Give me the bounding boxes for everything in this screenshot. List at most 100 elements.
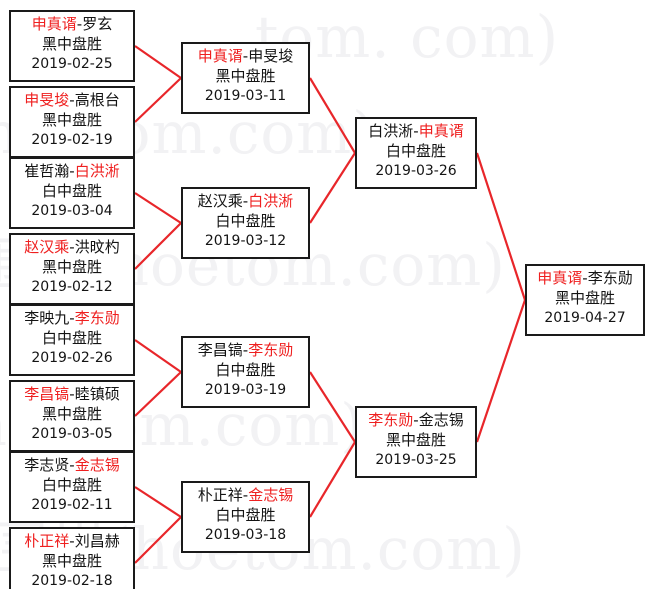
match-players: 李映九-李东勋 [11,309,133,329]
match-date: 2019-03-11 [204,87,287,104]
connector-line [134,192,182,224]
versus-dash: - [69,91,75,109]
player-left: 李映九 [24,309,70,327]
connector-line [309,441,356,518]
connector-line [134,45,182,79]
player-left: 朴正祥 [24,532,70,550]
versus-dash: - [69,532,75,550]
match-result: 黑中盘胜 [41,551,102,570]
match-players: 申真谞-罗玄 [11,15,133,35]
match-date: 2019-03-19 [204,381,287,398]
match-players: 崔哲瀚-白洪淅 [11,162,133,182]
versus-dash: - [69,162,75,180]
player-right: 睦镇硕 [74,385,120,403]
match-players: 申旻埈-高根台 [11,91,133,111]
match-date: 2019-03-04 [31,202,113,219]
match-players: 白洪淅-申真谞 [357,122,475,142]
player-right: 金志锡 [248,486,294,504]
match-date: 2019-03-25 [375,451,457,468]
player-right: 高根台 [74,91,120,109]
match-box-r1m3[interactable]: 崔哲瀚-白洪淅白中盘胜 2019-03-04 [9,157,135,229]
match-players: 李昌镐-李东勋 [183,341,308,361]
connector-line [134,486,182,518]
match-result: 白中盘胜 [41,475,102,494]
connector-line [134,516,182,564]
versus-dash: - [69,238,75,256]
player-right: 金志锡 [74,456,120,474]
versus-dash: - [582,269,588,287]
player-left: 申真谞 [31,15,77,33]
match-players: 申真谞-李东勋 [527,269,643,289]
player-right: 申真谞 [418,122,464,140]
match-result: 黑中盘胜 [215,66,276,85]
match-players: 赵汉乘-白洪淅 [183,192,308,212]
player-left: 崔哲瀚 [24,162,70,180]
match-result: 黑中盘胜 [41,110,102,129]
match-players: 李昌镐-睦镇硕 [11,385,133,405]
match-players: 申真谞-申旻埈 [183,47,308,67]
connector-line [309,371,356,443]
match-result: 黑中盘胜 [41,257,102,276]
match-box-r1m5[interactable]: 李映九-李东勋白中盘胜 2019-02-26 [9,304,135,376]
versus-dash: - [76,15,83,33]
player-right: 洪旼杓 [74,238,120,256]
match-result: 白中盘胜 [385,141,446,160]
versus-dash: - [69,456,75,474]
versus-dash: - [242,47,249,65]
versus-dash: - [242,486,249,504]
match-box-r2m3[interactable]: 李昌镐-李东勋白中盘胜 2019-03-19 [181,336,310,408]
match-box-r1m4[interactable]: 赵汉乘-洪旼杓黑中盘胜 2019-02-12 [9,233,135,305]
match-result: 白中盘胜 [215,211,276,230]
connector-line [309,77,356,154]
match-box-r1m2[interactable]: 申旻埈-高根台黑中盘胜 2019-02-19 [9,86,135,158]
versus-dash: - [413,411,419,429]
match-box-r1m6[interactable]: 李昌镐-睦镇硕黑中盘胜 2019-03-05 [9,380,135,452]
match-date: 2019-02-11 [31,496,113,513]
player-right: 李东勋 [248,341,294,359]
match-result: 黑中盘胜 [41,34,102,53]
match-date: 2019-02-12 [31,278,113,295]
player-left: 赵汉乘 [24,238,70,256]
player-left: 白洪淅 [368,122,414,140]
player-right: 罗玄 [82,15,113,33]
connector-line [134,371,182,417]
match-players: 朴正祥-刘昌赫 [11,532,133,552]
match-date: 2019-02-26 [31,349,113,366]
match-box-r2m1[interactable]: 申真谞-申旻埈黑中盘胜 2019-03-11 [181,42,310,114]
player-left: 申真谞 [197,47,243,65]
match-date: 2019-02-18 [31,572,113,589]
match-date: 2019-03-05 [31,425,113,442]
player-left: 李昌镐 [197,341,243,359]
connector-line [475,152,527,301]
player-right: 白洪淅 [74,162,120,180]
player-left: 朴正祥 [197,486,243,504]
match-date: 2019-03-18 [204,526,287,543]
player-left: 赵汉乘 [197,192,243,210]
match-result: 白中盘胜 [215,360,276,379]
match-box-r1m8[interactable]: 朴正祥-刘昌赫黑中盘胜 2019-02-18 [9,527,135,589]
match-result: 白中盘胜 [41,328,102,347]
match-players: 朴正祥-金志锡 [183,486,308,506]
match-players: 李东勋-金志锡 [357,411,475,431]
player-right: 李东勋 [74,309,120,327]
match-date: 2019-02-19 [31,131,113,148]
match-result: 黑中盘胜 [41,404,102,423]
versus-dash: - [242,341,249,359]
player-left: 申真谞 [537,269,583,287]
player-left: 李昌镐 [24,385,70,403]
player-right: 申旻埈 [248,47,294,65]
connector-line [134,222,182,270]
connector-line [134,339,182,373]
versus-dash: - [413,122,419,140]
match-result: 黑中盘胜 [554,288,615,307]
match-result: 白中盘胜 [41,181,102,200]
player-right: 金志锡 [418,411,464,429]
connector-line [309,152,356,224]
